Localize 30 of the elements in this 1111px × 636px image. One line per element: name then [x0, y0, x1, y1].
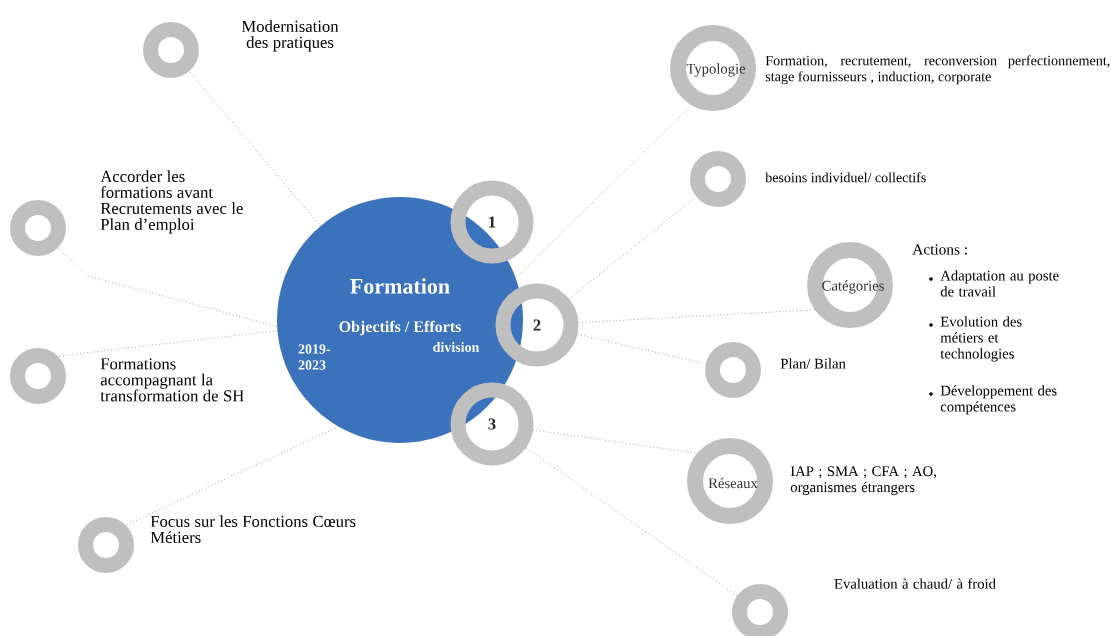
callout-text: Formations accompagnant la transformation de SH: [100, 358, 244, 402]
circle-text: 2019-2023: [298, 344, 331, 370]
callout-text: Accorder les formations avant Recrutements avec le Plan d’emploi: [100, 170, 243, 234]
callout-text: besoins individuel/ collectifs: [765, 172, 926, 183]
ring-label: Typologie: [686, 63, 746, 77]
connector-line: [125, 426, 339, 526]
connector-line: [525, 447, 738, 597]
numbered-ring: 3: [450, 382, 534, 466]
connector-line: [188, 70, 321, 227]
ring-label: Catégories: [822, 280, 884, 294]
callout-text: Plan/ Bilan: [780, 358, 846, 369]
bullet-item: Développement des compétences: [940, 385, 1057, 415]
circle-text: division: [433, 342, 480, 352]
callout-text: Modernisation des pratiques: [241, 20, 339, 52]
connector-line: [57, 247, 278, 327]
circle-text: Formation: [350, 278, 450, 294]
callout-text: Focus sur les Fonctions Cœurs Métiers: [150, 515, 356, 543]
callout-text: Actions :: [912, 244, 967, 255]
bullet-item: Adaptation au poste de travail: [940, 270, 1059, 297]
ring-label: Réseaux: [708, 477, 758, 489]
callout-text: Evaluation à chaud/ à froid: [834, 578, 996, 589]
bullet-item: Evolution des métiers et technologies: [940, 316, 1022, 362]
numbered-ring: 2: [495, 283, 579, 367]
connector-line: [57, 330, 278, 357]
connector-line: [515, 104, 692, 279]
callout-text: IAP ; SMA ; CFA ; AO, organismes étrangers: [790, 466, 936, 496]
numbered-ring: 1: [450, 180, 534, 264]
callout-text: Formation, recrutement, reconversion perfectionnement, stage fournisseurs , induction, corporate: [765, 55, 1110, 85]
connector-line: [568, 196, 697, 300]
circle-text: Objectifs / Efforts: [339, 320, 461, 336]
